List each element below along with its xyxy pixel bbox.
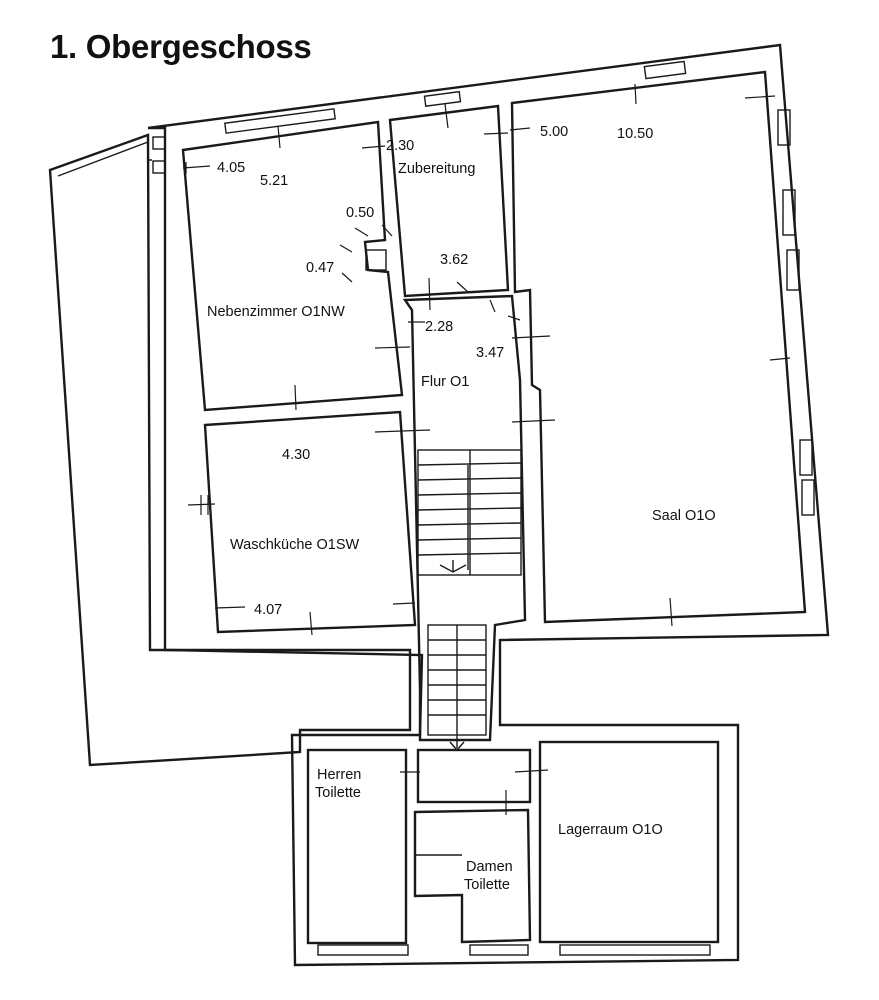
dim-2-30: 2.30 <box>386 138 414 154</box>
dim-3-47: 3.47 <box>476 345 504 361</box>
dim-4-05: 4.05 <box>217 160 245 176</box>
dim-3-62: 3.62 <box>440 252 468 268</box>
dim-4-30: 4.30 <box>282 447 310 463</box>
chimney-square-1 <box>152 136 166 150</box>
window-saal-3 <box>786 249 800 291</box>
room-waschkueche <box>203 410 417 634</box>
window-bottom-3 <box>559 944 711 956</box>
room-zubereitung <box>388 104 510 298</box>
window-bottom-1 <box>317 944 409 956</box>
terrace-outline <box>48 133 412 767</box>
window-saal-2 <box>782 189 796 236</box>
dim-0-50: 0.50 <box>346 205 374 221</box>
label-flur: Flur O1 <box>421 374 469 390</box>
chimney-square-2 <box>152 160 166 174</box>
dim-5-00: 5.00 <box>540 124 568 140</box>
dimension-ticks <box>182 83 791 815</box>
shaft-square <box>365 249 387 271</box>
room-saal <box>510 70 807 624</box>
dim-4-07: 4.07 <box>254 602 282 618</box>
dim-10-50: 10.50 <box>617 126 653 142</box>
window-bottom-2 <box>469 944 529 956</box>
page-title: 1. Obergeschoss <box>50 28 312 65</box>
window-top-3 <box>643 60 687 80</box>
room-damen-toilette <box>413 808 532 944</box>
label-damen-line2: Toilette <box>464 877 510 893</box>
label-lagerraum: Lagerraum O1O <box>558 822 663 838</box>
dim-0-47: 0.47 <box>306 260 334 276</box>
room-nebenzimmer <box>181 120 404 412</box>
terrace-inner-line <box>57 140 152 177</box>
label-herren-line2: Toilette <box>315 785 361 801</box>
window-saal-1 <box>777 109 791 146</box>
dim-2-28: 2.28 <box>425 319 453 335</box>
staircase-lower <box>427 624 487 752</box>
window-top-2 <box>423 90 462 107</box>
window-top-1 <box>224 108 336 134</box>
room-flur <box>402 294 527 742</box>
room-lagerraum <box>538 740 720 944</box>
label-zubereitung: Zubereitung <box>398 161 475 177</box>
label-saal: Saal O1O <box>652 508 716 524</box>
label-nebenzimmer: Nebenzimmer O1NW <box>207 304 345 320</box>
window-saal-4 <box>799 439 813 476</box>
dim-5-21: 5.21 <box>260 173 288 189</box>
label-waschkueche: Waschküche O1SW <box>230 537 360 553</box>
window-saal-5 <box>801 479 815 516</box>
label-damen-line1: Damen <box>466 859 513 875</box>
building-outer-wall <box>147 43 830 967</box>
label-herren-line1: Herren <box>317 767 361 783</box>
room-herren-toilette <box>306 748 408 945</box>
landing-lower <box>416 748 532 804</box>
staircase-upper <box>417 449 522 576</box>
